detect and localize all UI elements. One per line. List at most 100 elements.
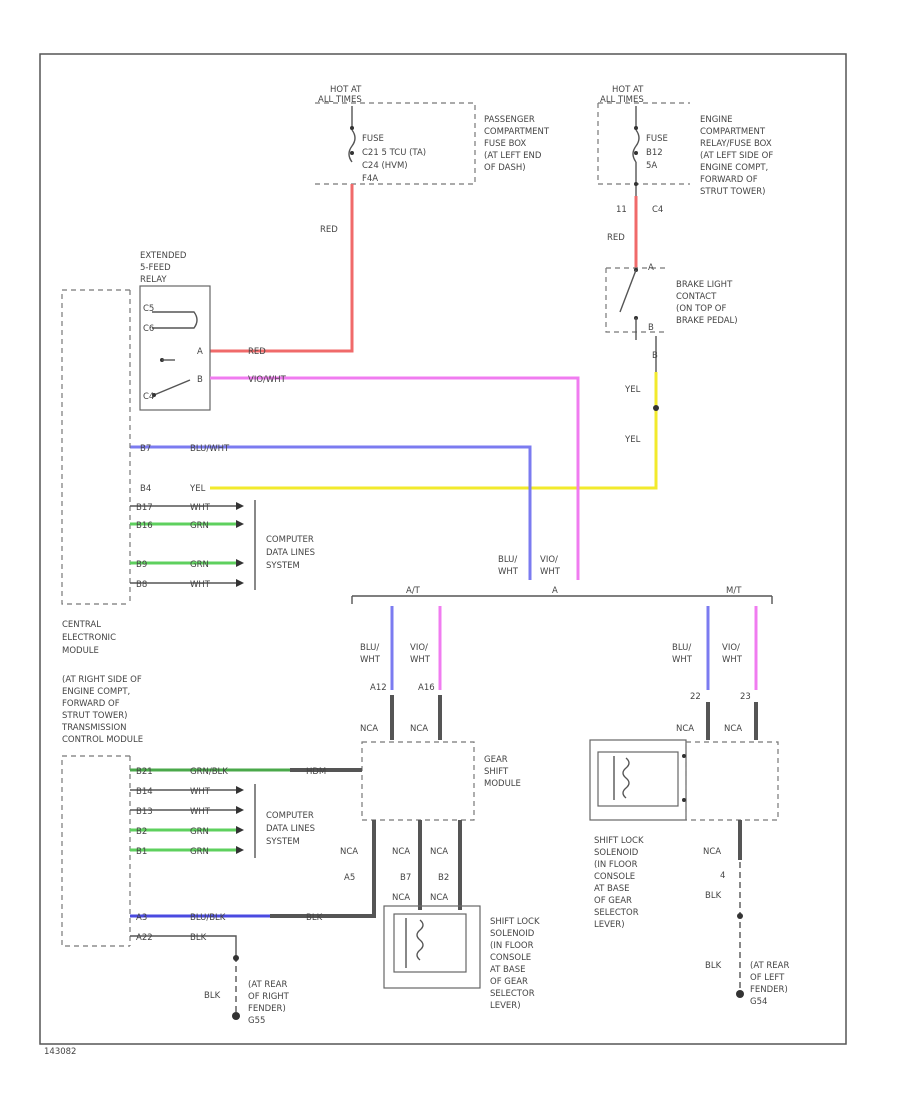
tcm-pin-a22: A22 bbox=[136, 933, 153, 943]
svg-text:B9: B9 bbox=[136, 560, 147, 570]
red-label-top: RED bbox=[320, 225, 338, 235]
svg-text:VIO/: VIO/ bbox=[410, 643, 428, 653]
svg-text:NCA: NCA bbox=[392, 847, 410, 857]
svg-text:COMPARTMENT: COMPARTMENT bbox=[700, 127, 766, 137]
right-ground-path: NCA 4 BLK BLK (AT REAR OF LEFT FENDER) G… bbox=[703, 820, 789, 1007]
engine-relay-box-label: ENGINE COMPARTMENT RELAY/FUSE BOX (AT LE… bbox=[700, 115, 773, 197]
hot-label-2: ALL TIMES bbox=[318, 95, 362, 105]
svg-text:BLK: BLK bbox=[705, 961, 722, 971]
fuse-pin: F4A bbox=[362, 174, 378, 184]
yel-label-2: YEL bbox=[624, 435, 641, 445]
pin-c4: C4 bbox=[652, 205, 663, 215]
fuse-rating-2: C24 (HVM) bbox=[362, 161, 408, 171]
brake-pin-a: A bbox=[648, 263, 654, 273]
at-branch: BLU/ WHT VIO/ WHT A12 A16 NCA NCA bbox=[360, 606, 442, 740]
svg-text:NCA: NCA bbox=[410, 724, 428, 734]
blu-blk-label: BLU/BLK bbox=[190, 913, 226, 923]
svg-text:BRAKE LIGHT: BRAKE LIGHT bbox=[676, 280, 733, 290]
svg-text:SELECTOR: SELECTOR bbox=[490, 989, 535, 999]
fuse-rating: C21 5 TCU (TA) bbox=[362, 148, 426, 158]
svg-text:A/T: A/T bbox=[406, 586, 421, 596]
svg-text:FUSE BOX: FUSE BOX bbox=[484, 139, 526, 149]
svg-text:(AT REAR: (AT REAR bbox=[248, 980, 287, 990]
svg-text:SHIFT: SHIFT bbox=[484, 767, 509, 777]
tcm-pin-b21: B21 bbox=[136, 767, 153, 777]
brake-pin-b: B bbox=[648, 323, 654, 333]
svg-text:SELECTOR: SELECTOR bbox=[594, 908, 639, 918]
svg-text:(IN FLOOR: (IN FLOOR bbox=[490, 941, 534, 951]
svg-text:NCA: NCA bbox=[703, 847, 721, 857]
tcm-pin-a3: A3 bbox=[136, 913, 147, 923]
hot-label: HOT AT bbox=[330, 85, 362, 95]
shift-lock-left-label: SHIFT LOCK SOLENOID (IN FLOOR CONSOLE AT… bbox=[490, 917, 540, 1011]
gb-end-label: HDM bbox=[306, 767, 326, 777]
svg-text:C6: C6 bbox=[143, 324, 154, 334]
svg-text:B2: B2 bbox=[136, 827, 147, 837]
svg-text:(AT LEFT END: (AT LEFT END bbox=[484, 151, 542, 161]
svg-text:GRN: GRN bbox=[190, 827, 209, 837]
svg-text:WHT: WHT bbox=[190, 503, 211, 513]
svg-text:WHT: WHT bbox=[722, 655, 743, 665]
svg-text:B7: B7 bbox=[400, 873, 411, 883]
svg-text:NCA: NCA bbox=[676, 724, 694, 734]
ground-left-label: (AT REAR OF RIGHT FENDER) G55 bbox=[248, 980, 290, 1026]
passenger-fuse-box-label: PASSENGER COMPARTMENT FUSE BOX (AT LEFT … bbox=[484, 115, 550, 173]
svg-text:A: A bbox=[197, 347, 203, 357]
svg-text:COMPUTER: COMPUTER bbox=[266, 811, 314, 821]
hot-label-right: HOT AT bbox=[612, 85, 644, 95]
shift-lock-solenoid-at: SHIFT LOCK SOLENOID (IN FLOOR CONSOLE AT… bbox=[383, 905, 540, 1011]
svg-text:COMPUTER: COMPUTER bbox=[266, 535, 314, 545]
svg-text:STRUT TOWER): STRUT TOWER) bbox=[62, 711, 128, 721]
fuse-label: FUSE bbox=[362, 134, 384, 144]
yel-label-1: YEL bbox=[624, 385, 641, 395]
svg-text:BLK: BLK bbox=[705, 891, 722, 901]
svg-text:NCA: NCA bbox=[724, 724, 742, 734]
svg-text:STRUT TOWER): STRUT TOWER) bbox=[700, 187, 766, 197]
svg-text:BLU/: BLU/ bbox=[360, 643, 379, 653]
svg-text:GRN: GRN bbox=[190, 847, 209, 857]
svg-text:B: B bbox=[197, 375, 203, 385]
blue-wire bbox=[130, 445, 532, 580]
svg-text:B14: B14 bbox=[136, 787, 153, 797]
svg-text:OF DASH): OF DASH) bbox=[484, 163, 526, 173]
svg-text:SYSTEM: SYSTEM bbox=[266, 837, 300, 847]
svg-text:22: 22 bbox=[690, 692, 701, 702]
gear-shift-module: GEAR SHIFT MODULE bbox=[361, 741, 521, 821]
red-wire-main bbox=[210, 184, 354, 353]
svg-text:ENGINE COMPT,: ENGINE COMPT, bbox=[62, 687, 130, 697]
passenger-fuse-box: HOT AT ALL TIMES FUSE C21 5 TCU (TA) C24… bbox=[315, 85, 550, 185]
svg-text:A5: A5 bbox=[344, 873, 355, 883]
svg-text:GRN: GRN bbox=[190, 521, 209, 531]
svg-text:AT BASE: AT BASE bbox=[490, 965, 525, 975]
svg-text:WHT: WHT bbox=[190, 580, 211, 590]
mt-branch: BLU/ WHT VIO/ WHT 22 23 NCA NCA bbox=[672, 606, 758, 740]
grn-blk-label: GRN/BLK bbox=[190, 767, 228, 777]
pin-11: 11 bbox=[616, 205, 627, 215]
svg-text:FORWARD OF: FORWARD OF bbox=[62, 699, 120, 709]
shift-lock-right-label: SHIFT LOCK SOLENOID (IN FLOOR CONSOLE AT… bbox=[594, 836, 644, 930]
svg-text:B13: B13 bbox=[136, 807, 153, 817]
at-mt-split: A/T A M/T bbox=[351, 586, 773, 604]
svg-text:NCA: NCA bbox=[430, 893, 448, 903]
svg-text:WHT: WHT bbox=[672, 655, 693, 665]
fuse-label-right: FUSE bbox=[646, 134, 668, 144]
engine-relay-fuse-box: HOT AT ALL TIMES FUSE B12 5A 11 C4 ENGIN… bbox=[597, 85, 773, 215]
hot-label-right-2: ALL TIMES bbox=[600, 95, 644, 105]
svg-text:5-FEED: 5-FEED bbox=[140, 263, 171, 273]
tcm-data-lines: B14 WHT B13 WHT B2 GRN B1 GRN COMPUTER D… bbox=[130, 784, 315, 858]
svg-text:B8: B8 bbox=[136, 580, 147, 590]
svg-text:CONTACT: CONTACT bbox=[676, 292, 717, 302]
svg-text:LEVER): LEVER) bbox=[490, 1001, 521, 1011]
svg-text:B1: B1 bbox=[136, 847, 147, 857]
svg-text:TRANSMISSION: TRANSMISSION bbox=[61, 723, 127, 733]
ground-left-wire: BLK bbox=[204, 991, 221, 1001]
svg-text:NCA: NCA bbox=[430, 847, 448, 857]
svg-text:SHIFT LOCK: SHIFT LOCK bbox=[594, 836, 644, 846]
svg-text:ENGINE COMPT,: ENGINE COMPT, bbox=[700, 163, 768, 173]
brake-pin-b2: B bbox=[652, 351, 658, 361]
diagram-id: 143082 bbox=[44, 1047, 76, 1057]
svg-text:M/T: M/T bbox=[726, 586, 742, 596]
svg-text:AT BASE: AT BASE bbox=[594, 884, 629, 894]
svg-text:A12: A12 bbox=[370, 683, 387, 693]
